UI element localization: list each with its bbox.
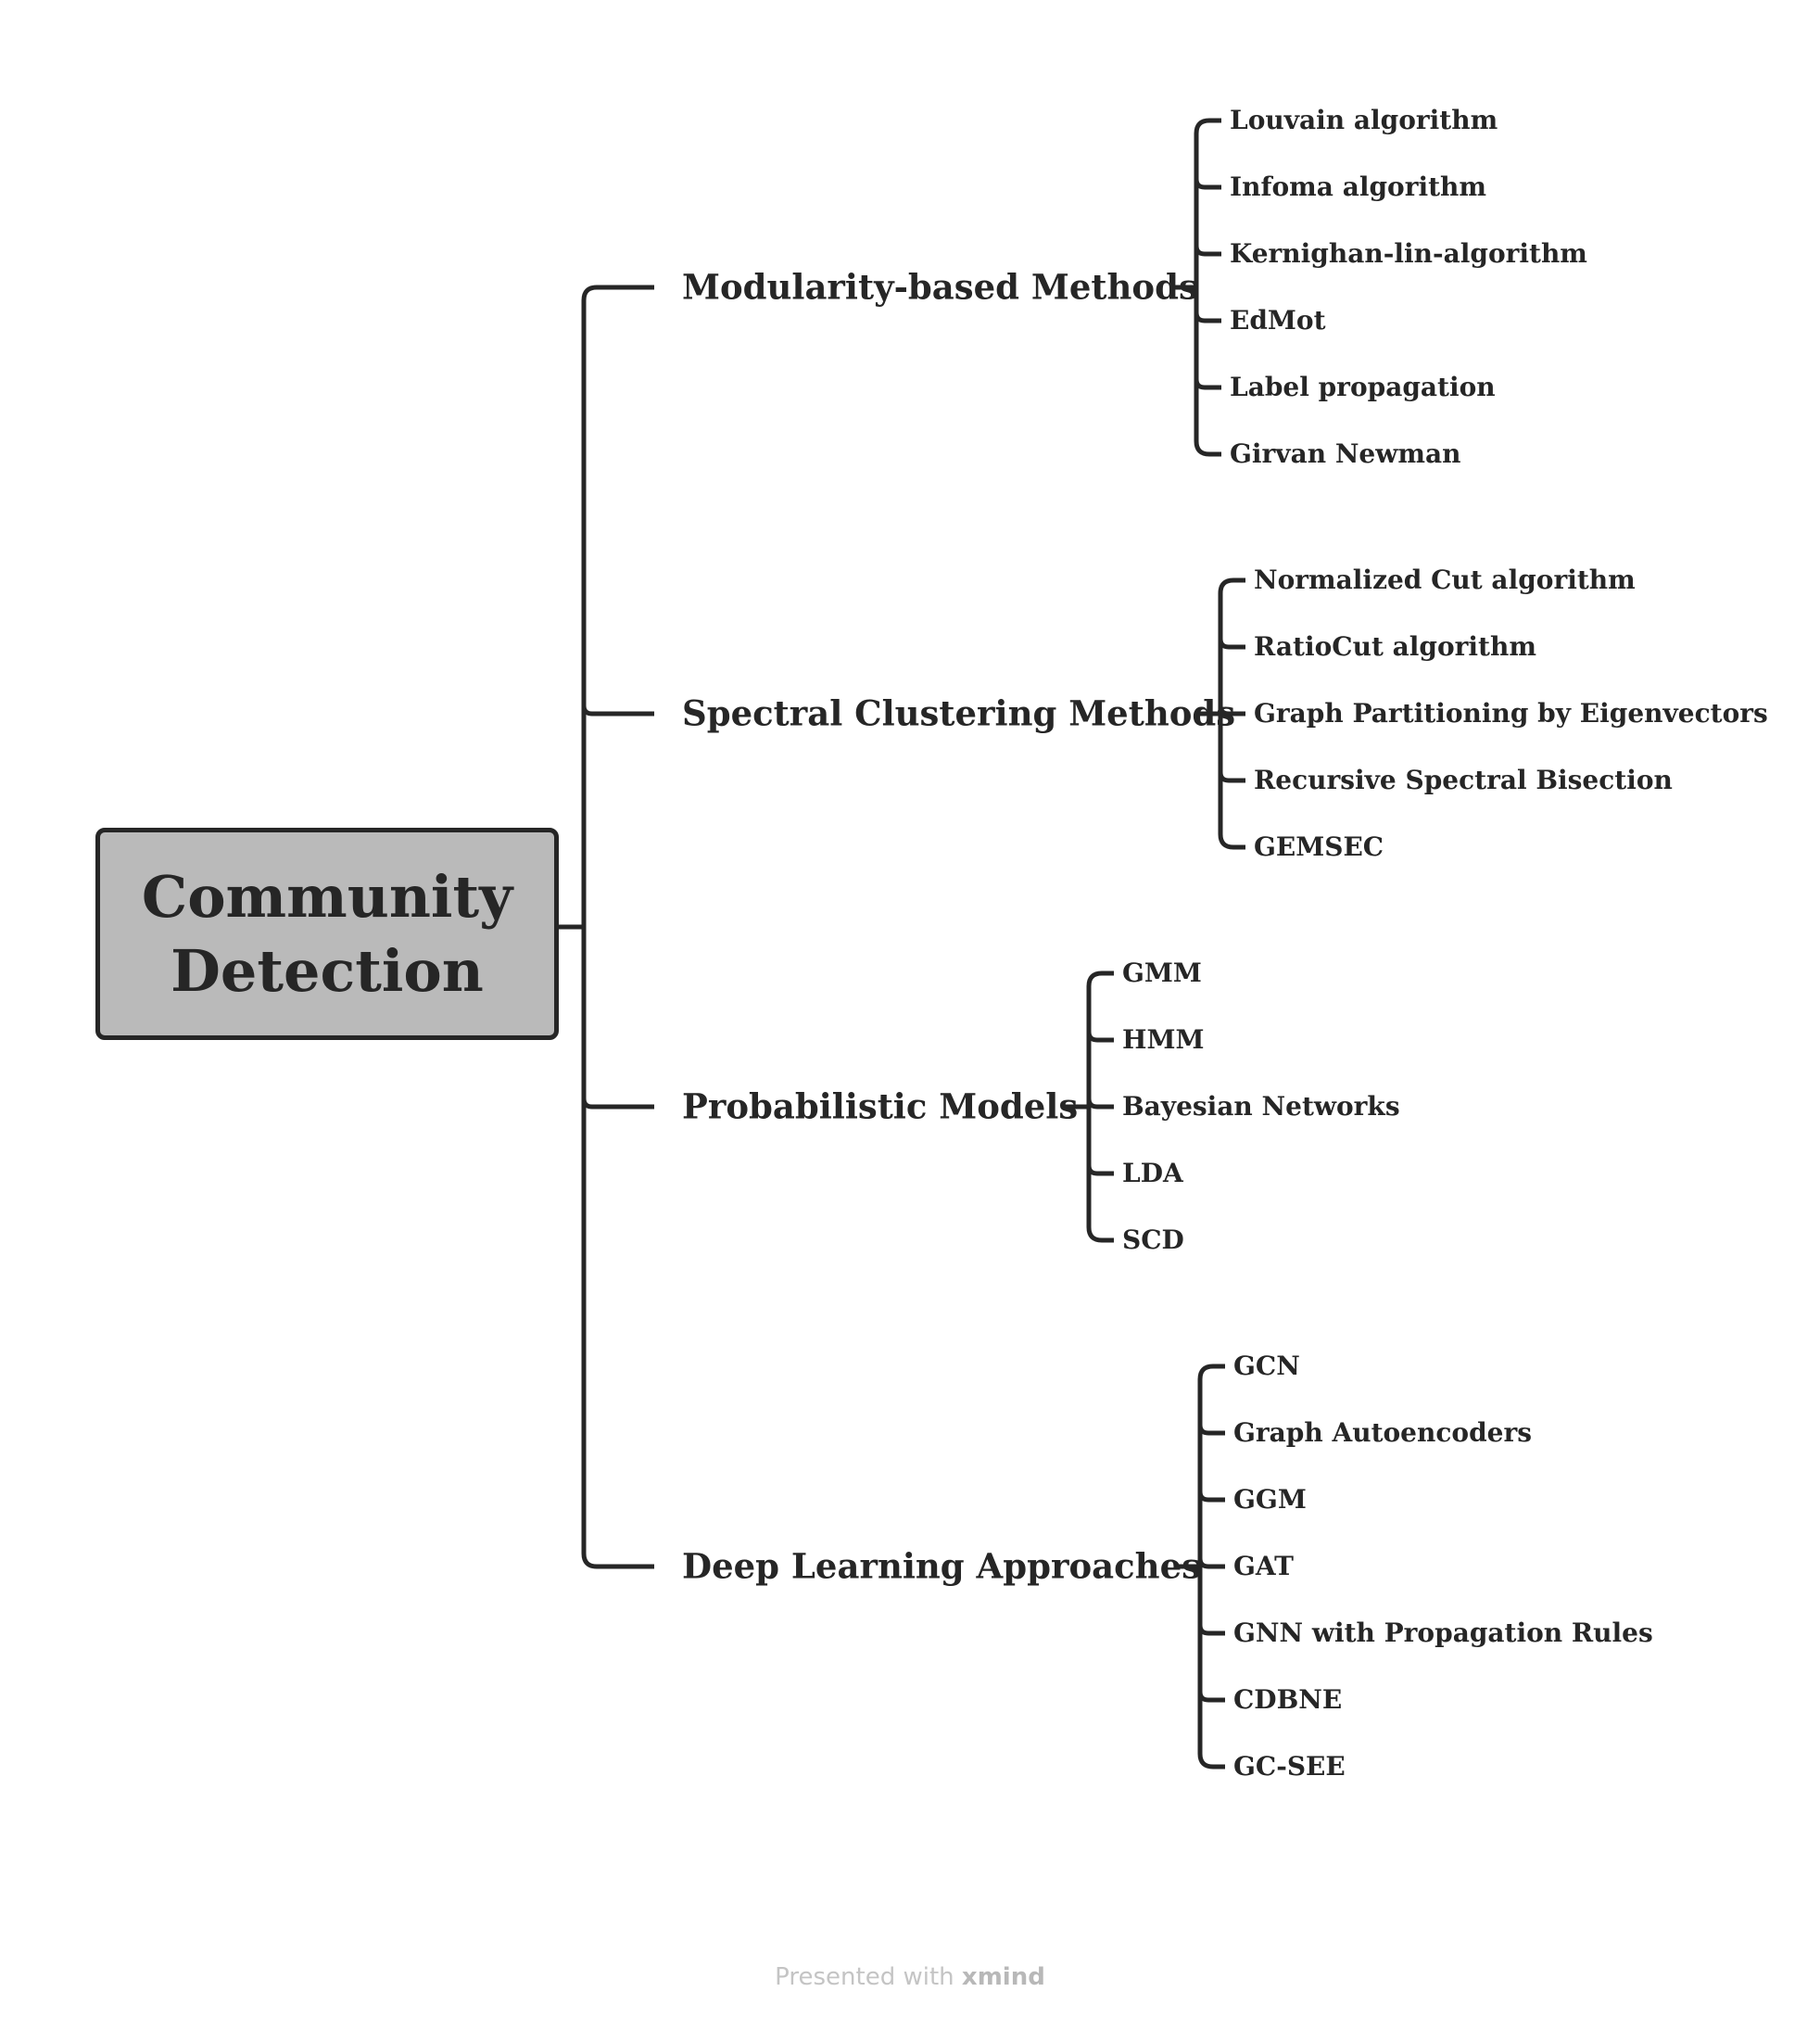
leaf-hmm[interactable]: HMM [1122,1024,1205,1055]
deep-learning-connector-tick [1197,1424,1225,1436]
leaf-normalized-cut[interactable]: Normalized Cut algorithm [1254,565,1636,595]
leaf-ratiocut[interactable]: RatioCut algorithm [1254,631,1536,662]
root-connector-trunk [581,285,654,1569]
probabilistic-connector-trunk [1086,970,1114,1243]
probabilistic-connector-tick [1086,1164,1114,1176]
leaf-scd[interactable]: SCD [1122,1224,1184,1255]
leaf-graph-partitioning[interactable]: Graph Partitioning by Eigenvectors [1254,698,1768,729]
probabilistic-connector-tick [1086,1031,1114,1043]
modularity-connector-tick [1194,311,1221,323]
leaf-gat[interactable]: GAT [1233,1551,1294,1581]
modularity-connector-tick [1194,378,1221,390]
leaf-cdbne[interactable]: CDBNE [1233,1684,1343,1715]
spectral-connector-trunk [1218,577,1245,850]
deep-learning-connector-tick [1197,1557,1225,1569]
deep-learning-connector-tick [1197,1624,1225,1636]
leaf-edmot[interactable]: EdMot [1230,305,1326,336]
leaf-recursive-spectral-bisection[interactable]: Recursive Spectral Bisection [1254,765,1673,795]
leaf-kernighan-lin[interactable]: Kernighan-lin-algorithm [1230,238,1587,269]
leaf-gcn[interactable]: GCN [1233,1351,1300,1381]
branch-spectral[interactable]: Spectral Clustering Methods [682,692,1236,734]
spectral-connector-tick [1218,638,1245,650]
spectral-connector-tick [1218,771,1245,783]
leaf-label-propagation[interactable]: Label propagation [1230,372,1496,402]
root-label: Community Detection [141,862,513,1005]
root-node[interactable]: Community Detection [95,828,559,1040]
deep-learning-connector-tick [1197,1691,1225,1703]
leaf-gmm[interactable]: GMM [1122,958,1202,988]
branch-deep-learning[interactable]: Deep Learning Approaches [682,1545,1201,1587]
root-connector-tick [581,1097,654,1110]
leaf-ggm[interactable]: GGM [1233,1484,1307,1515]
root-connector-tick [581,704,654,717]
modularity-connector-trunk [1194,118,1221,457]
footer-credit: Presented with xmind [0,1965,1820,1989]
leaf-gnn-propagation-rules[interactable]: GNN with Propagation Rules [1233,1617,1653,1648]
probabilistic-connector-tick [1086,1097,1114,1110]
leaf-girvan-newman[interactable]: Girvan Newman [1230,438,1461,469]
branch-probabilistic[interactable]: Probabilistic Models [682,1085,1079,1127]
leaf-gc-see[interactable]: GC-SEE [1233,1751,1346,1782]
footer-brand: xmind [961,1963,1045,1991]
modularity-connector-tick [1194,178,1221,190]
spectral-connector-tick [1218,704,1245,717]
leaf-graph-autoencoders[interactable]: Graph Autoencoders [1233,1417,1532,1448]
leaf-bayesian-networks[interactable]: Bayesian Networks [1122,1091,1400,1122]
deep-learning-connector-tick [1197,1491,1225,1503]
leaf-gemsec[interactable]: GEMSEC [1254,831,1384,862]
modularity-connector-tick [1194,245,1221,257]
leaf-louvain[interactable]: Louvain algorithm [1230,105,1498,135]
leaf-infoma[interactable]: Infoma algorithm [1230,171,1487,202]
deep-learning-connector-trunk [1197,1364,1225,1770]
footer-prefix: Presented with [775,1963,962,1991]
leaf-lda[interactable]: LDA [1122,1158,1183,1188]
branch-modularity[interactable]: Modularity-based Methods [682,266,1198,308]
